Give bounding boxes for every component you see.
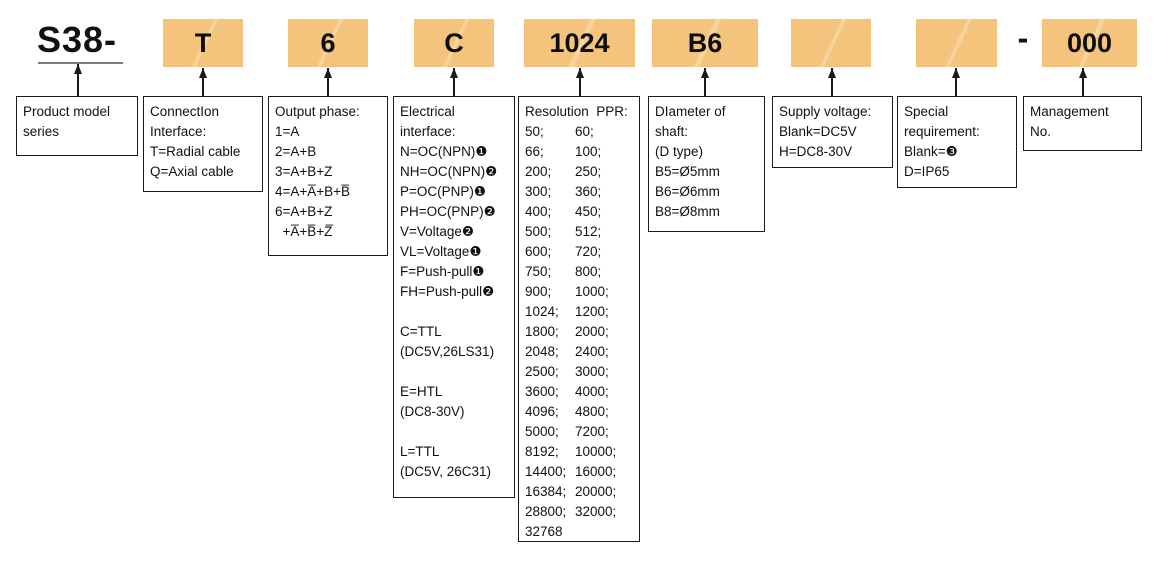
connector-arrow-electrical [453, 68, 455, 96]
connection-line: ConnectIon [150, 104, 220, 119]
diameter-line: B8=Ø8mm [655, 204, 720, 219]
electrical-line: FH=Push-pull❷ [400, 284, 495, 299]
management-line: No. [1030, 124, 1052, 139]
code-separator-dash: - [1017, 20, 1029, 56]
resolution-row: 600;720; [525, 244, 602, 259]
diameter-line: (D type) [655, 144, 704, 159]
output-phase-line: 6=A+B+Z [275, 204, 333, 219]
resolution-row: 14400;16000; [525, 464, 617, 479]
output-phase-line: 1=A [275, 124, 300, 139]
electrical-line: VL=Voltage❶ [400, 244, 482, 259]
code-box-connection-interface: T [163, 19, 243, 67]
special-line: Special [904, 104, 949, 119]
code-box-supply-voltage [791, 19, 871, 67]
resolution-row: 400;450; [525, 204, 602, 219]
connector-arrow-diameter [704, 68, 706, 96]
resolution-row: 8192;10000; [525, 444, 617, 459]
connection-line: T=Radial cable [150, 144, 241, 159]
resolution-row: 4096;4800; [525, 404, 609, 419]
electrical-line: interface: [400, 124, 456, 139]
resolution-row: 300;360; [525, 184, 602, 199]
resolution-header: Resolution PPR: [525, 104, 628, 119]
code-box-shaft-diameter: B6 [652, 19, 758, 67]
electrical-interface-box: Electrical interface: N=OC(NPN)❶ NH=OC(N… [393, 96, 515, 498]
connector-arrow-supply [831, 68, 833, 96]
special-requirement-box: Special requirement: Blank=❸ D=IP65 [897, 96, 1017, 188]
diameter-line: B6=Ø6mm [655, 184, 720, 199]
resolution-box: Resolution PPR: 50;60; 66;100; 200;250; … [518, 96, 640, 542]
resolution-row: 5000;7200; [525, 424, 609, 439]
resolution-row: 1024;1200; [525, 304, 609, 319]
code-box-special-requirement [916, 19, 997, 67]
special-line: Blank=❸ [904, 144, 958, 159]
resolution-row: 500;512; [525, 224, 602, 239]
electrical-line [400, 302, 510, 322]
connection-line: Interface: [150, 124, 207, 139]
resolution-row: 2048;2400; [525, 344, 609, 359]
connector-arrow-management [1082, 68, 1084, 96]
connector-arrow-special [955, 68, 957, 96]
code-prefix: S38- [37, 19, 118, 60]
electrical-line: NH=OC(NPN)❷ [400, 164, 498, 179]
electrical-line: V=Voltage❷ [400, 224, 475, 239]
output-phase-line: 3=A+B+Z [275, 164, 333, 179]
output-phase-box: Output phase: 1=A 2=A+B 3=A+B+Z 4=A+A̅+B… [268, 96, 388, 256]
resolution-row: 3600;4000; [525, 384, 609, 399]
resolution-row: 1800;2000; [525, 324, 609, 339]
code-prefix-underline [38, 62, 123, 64]
management-line: Management [1030, 104, 1109, 119]
special-line: requirement: [904, 124, 980, 139]
code-box-electrical-interface: C [414, 19, 494, 67]
resolution-row: 66;100; [525, 144, 602, 159]
electrical-line: F=Push-pull❶ [400, 264, 485, 279]
electrical-line: E=HTL [400, 384, 443, 399]
supply-line: Blank=DC5V [779, 124, 857, 139]
resolution-row: 28800;32000; [525, 504, 617, 519]
product-model-line: Product model [23, 104, 111, 119]
output-phase-line: Output phase: [275, 104, 360, 119]
electrical-line: N=OC(NPN)❶ [400, 144, 488, 159]
product-model-line: series [23, 124, 60, 139]
code-box-resolution: 1024 [524, 19, 635, 67]
electrical-line: (DC5V, 26C31) [400, 464, 492, 479]
resolution-row: 32768 [525, 524, 563, 539]
electrical-line [400, 422, 510, 442]
product-model-box: Product model series [16, 96, 138, 156]
resolution-row: 2500;3000; [525, 364, 609, 379]
resolution-row: 50;60; [525, 124, 594, 139]
electrical-line: (DC5V,26LS31) [400, 344, 495, 359]
resolution-row: 900;1000; [525, 284, 609, 299]
electrical-line: C=TTL [400, 324, 442, 339]
code-box-output-phase: 6 [288, 19, 368, 67]
supply-line: Supply voltage: [779, 104, 872, 119]
supply-voltage-box: Supply voltage: Blank=DC5V H=DC8-30V [772, 96, 893, 168]
diameter-line: DIameter of [655, 104, 726, 119]
connection-line: Q=Axial cable [150, 164, 234, 179]
resolution-row: 16384;20000; [525, 484, 617, 499]
electrical-line: L=TTL [400, 444, 440, 459]
electrical-line: (DC8-30V) [400, 404, 465, 419]
resolution-row: 200;250; [525, 164, 602, 179]
connector-arrow-connection [202, 68, 204, 96]
resolution-row: 750;800; [525, 264, 602, 279]
code-box-management-no: 000 [1042, 19, 1137, 67]
supply-line: H=DC8-30V [779, 144, 853, 159]
management-no-box: Management No. [1023, 96, 1142, 151]
electrical-line: Electrical [400, 104, 455, 119]
electrical-line: PH=OC(PNP)❷ [400, 204, 496, 219]
diameter-line: B5=Ø5mm [655, 164, 720, 179]
connector-arrow-product [77, 64, 79, 96]
diameter-line: shaft: [655, 124, 689, 139]
output-phase-line: 2=A+B [275, 144, 317, 159]
output-phase-line: 4=A+A̅+B+B̅ [275, 184, 351, 199]
connector-arrow-resolution [579, 68, 581, 96]
electrical-line: P=OC(PNP)❶ [400, 184, 486, 199]
connector-arrow-output [327, 68, 329, 96]
connection-interface-box: ConnectIon Interface: T=Radial cable Q=A… [143, 96, 263, 192]
output-phase-line: +A̅+B̅+Z̅ [275, 224, 333, 239]
shaft-diameter-box: DIameter of shaft: (D type) B5=Ø5mm B6=Ø… [648, 96, 765, 232]
electrical-line [400, 362, 510, 382]
special-line: D=IP65 [904, 164, 950, 179]
